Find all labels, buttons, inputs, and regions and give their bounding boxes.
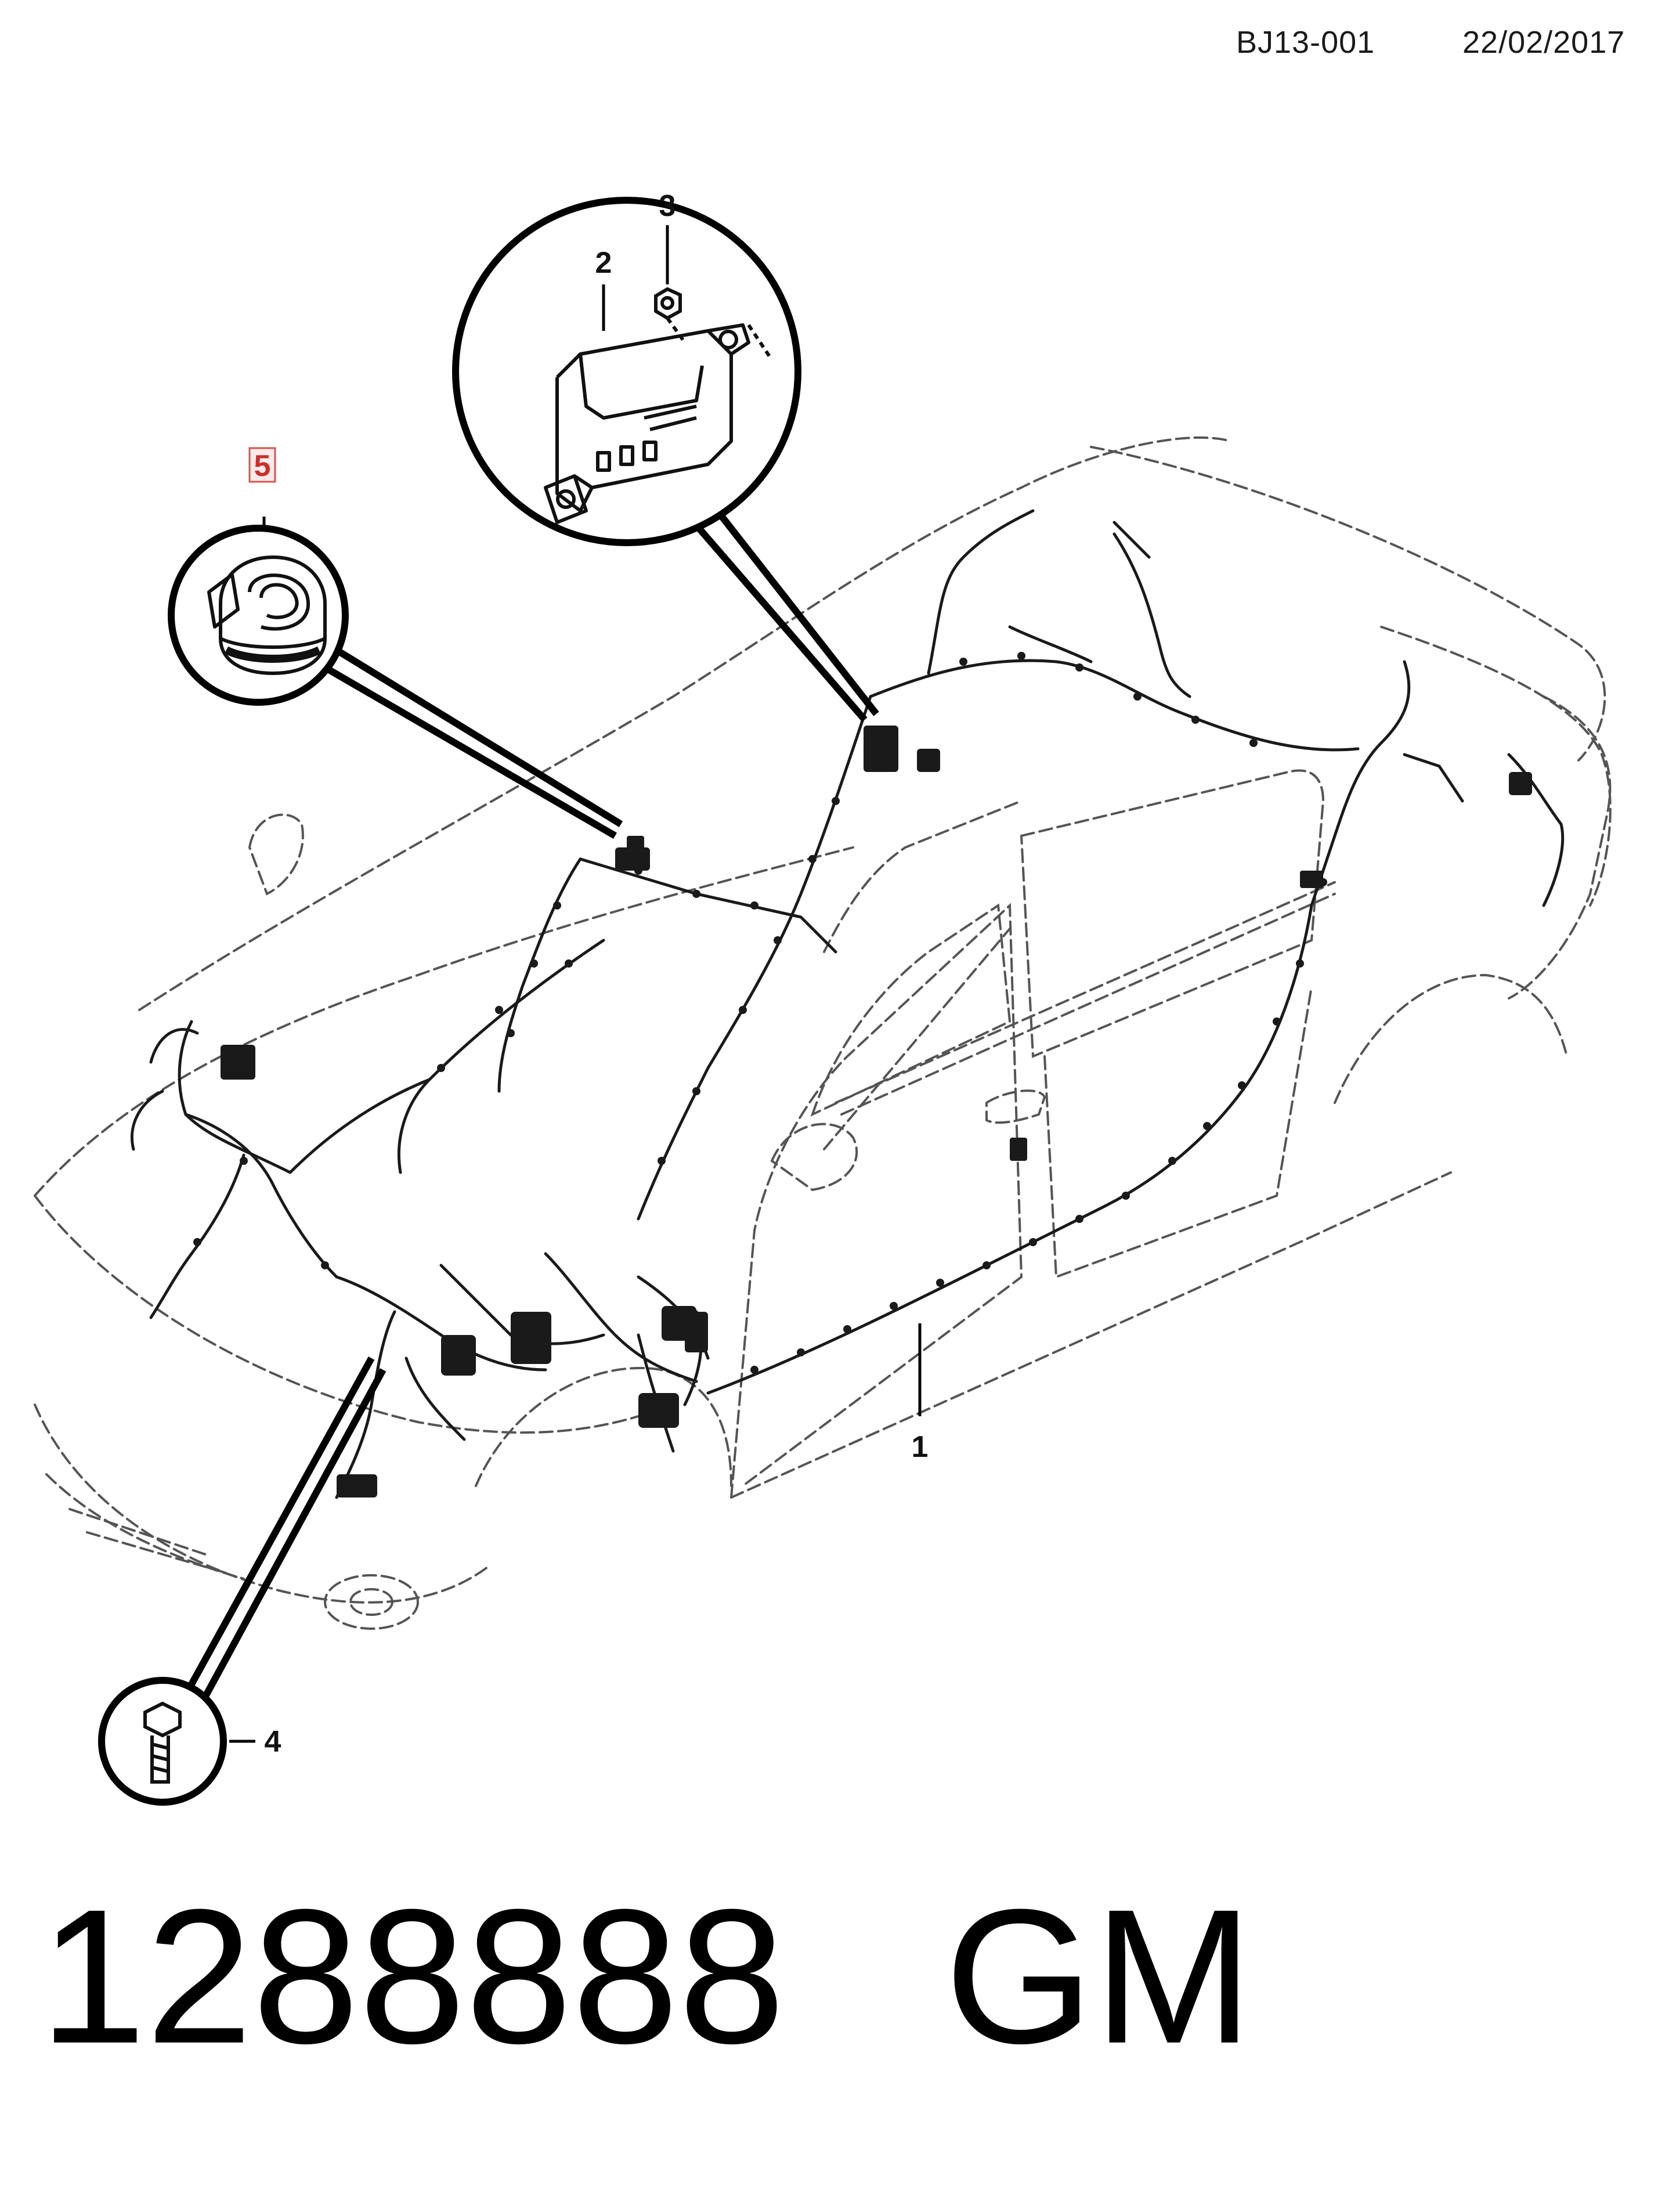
part-number: 1288888 xyxy=(39,1869,785,2083)
bolt-icon xyxy=(143,1701,182,1784)
callout-5-label: 5 xyxy=(254,449,271,483)
callout-3-label: 3 xyxy=(659,189,676,223)
callout-1-label: 1 xyxy=(912,1430,929,1464)
detail-bubble-bracket: 2 3 xyxy=(452,189,879,722)
callout-5-highlight xyxy=(248,447,276,483)
bracket-icon xyxy=(544,323,774,524)
brand-name: GM xyxy=(944,1869,1254,2083)
document-date: 22/02/2017 xyxy=(1462,25,1626,60)
callout-1: 1 xyxy=(912,1323,929,1464)
harness-connectors xyxy=(221,726,1532,1497)
harness-clip-marks xyxy=(193,652,1327,1374)
wiring-harness xyxy=(130,509,1565,1499)
callout-4-label: 4 xyxy=(265,1725,281,1759)
detail-bubble-bolt: 4 xyxy=(98,1356,387,1806)
detail-bubble-clip: 5 xyxy=(168,447,623,839)
clip-icon xyxy=(207,555,327,675)
document-code: BJ13-001 xyxy=(1236,25,1375,60)
part-number-banner: 1288888 GM xyxy=(39,1881,1253,2072)
nut-icon xyxy=(654,287,687,344)
car-body-outline xyxy=(34,436,1612,1630)
callout-2-label: 2 xyxy=(595,246,612,280)
